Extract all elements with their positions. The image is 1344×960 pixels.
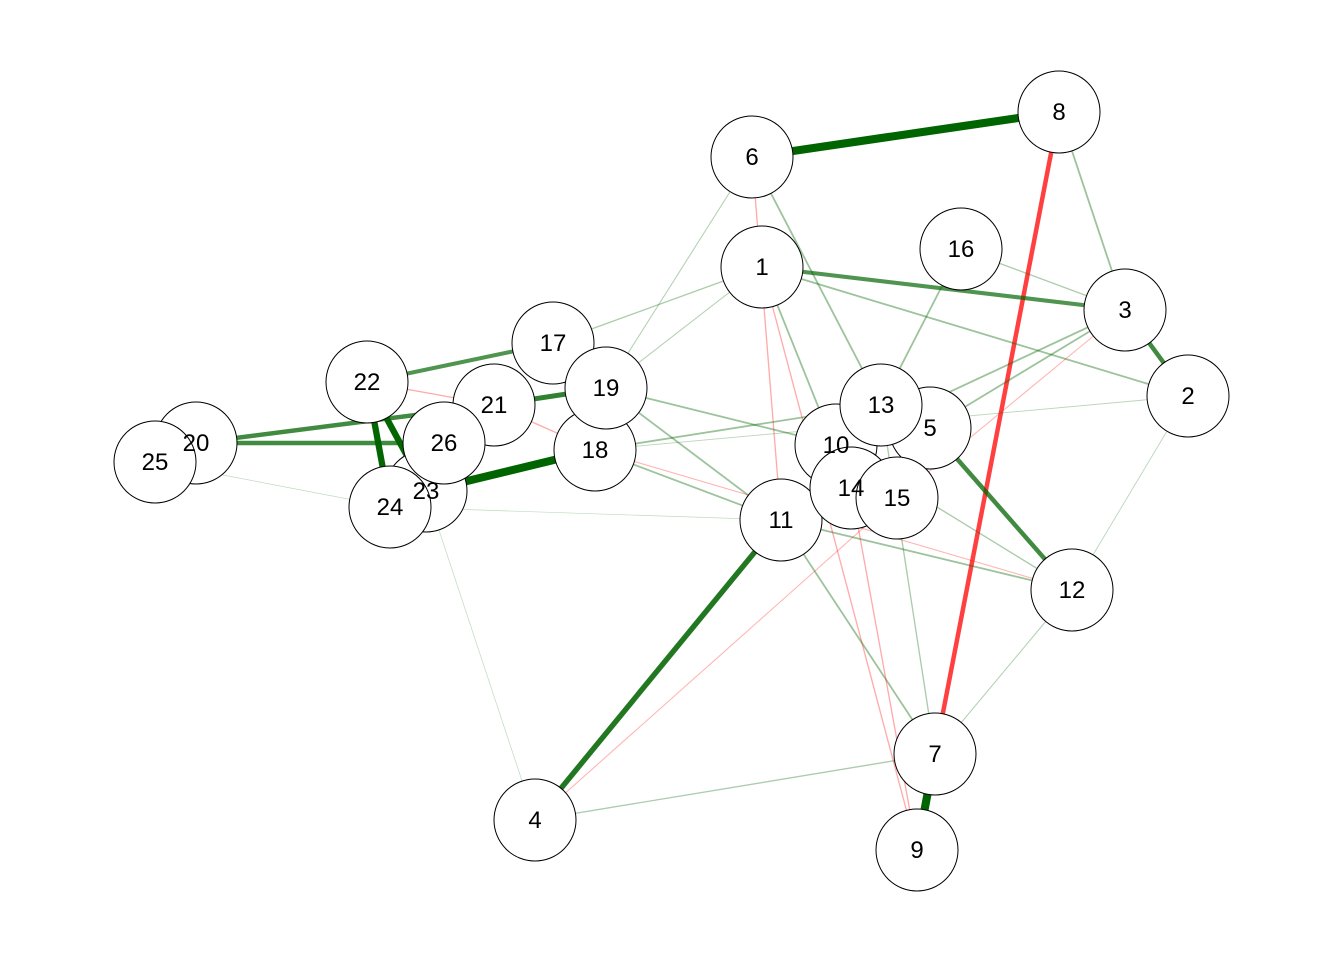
- node-label: 16: [948, 236, 975, 263]
- edge-1-3: [761, 264, 1126, 313]
- node-label: 17: [540, 330, 567, 357]
- node-24: [348, 465, 432, 549]
- node-label: 10: [823, 432, 850, 459]
- node-25: [113, 420, 197, 504]
- node-label: 7: [928, 741, 941, 768]
- node-2: [1146, 354, 1230, 438]
- node-label: 11: [769, 507, 794, 534]
- node-label: 4: [528, 807, 541, 834]
- node-label: 18: [582, 437, 609, 464]
- edges-layer: [154, 107, 1190, 851]
- node-label: 19: [593, 375, 620, 402]
- edge-6-11: [751, 156, 782, 521]
- edge-15-4: [534, 497, 898, 821]
- edge-14-9: [850, 487, 918, 851]
- edge-1-9: [761, 266, 918, 851]
- node-26: [402, 401, 486, 485]
- node-label: 24: [377, 494, 404, 521]
- node-22: [325, 340, 409, 424]
- node-7: [893, 712, 977, 796]
- node-label: 14: [838, 475, 865, 502]
- edge-23-4: [425, 490, 536, 821]
- node-8: [1017, 70, 1101, 154]
- node-label: 26: [431, 430, 458, 457]
- node-13: [839, 363, 923, 447]
- node-label: 6: [745, 144, 758, 171]
- node-label: 22: [354, 369, 381, 396]
- edge-4-11: [532, 518, 784, 822]
- node-11: [739, 478, 823, 562]
- edge-6-13: [751, 156, 882, 406]
- node-label: 3: [1118, 297, 1131, 324]
- node-label: 8: [1052, 99, 1065, 126]
- node-label: 23: [413, 478, 440, 505]
- node-label: 13: [868, 392, 895, 419]
- node-label: 2: [1181, 383, 1194, 410]
- node-label: 9: [910, 837, 923, 864]
- edge-11-12: [780, 519, 1073, 591]
- node-label: 21: [481, 392, 508, 419]
- edge-4-7: [534, 753, 936, 821]
- edge-11-7: [780, 519, 936, 755]
- node-4: [493, 778, 577, 862]
- edge-1-2: [761, 266, 1189, 397]
- node-6: [710, 115, 794, 199]
- edge-8-7: [932, 111, 1062, 755]
- node-3: [1083, 268, 1167, 352]
- node-12: [1030, 548, 1114, 632]
- edge-6-8: [751, 107, 1060, 162]
- edge-6-19: [605, 156, 753, 389]
- node-19: [564, 346, 648, 430]
- node-16: [919, 207, 1003, 291]
- node-label: 5: [923, 415, 936, 442]
- node-label: 1: [755, 254, 768, 281]
- node-1: [720, 225, 804, 309]
- node-label: 25: [142, 449, 169, 476]
- nodes-layer: [113, 70, 1230, 892]
- node-label: 15: [884, 485, 911, 512]
- node-label: 12: [1059, 577, 1086, 604]
- node-label: 20: [183, 430, 210, 457]
- node-15: [855, 456, 939, 540]
- node-9: [875, 808, 959, 892]
